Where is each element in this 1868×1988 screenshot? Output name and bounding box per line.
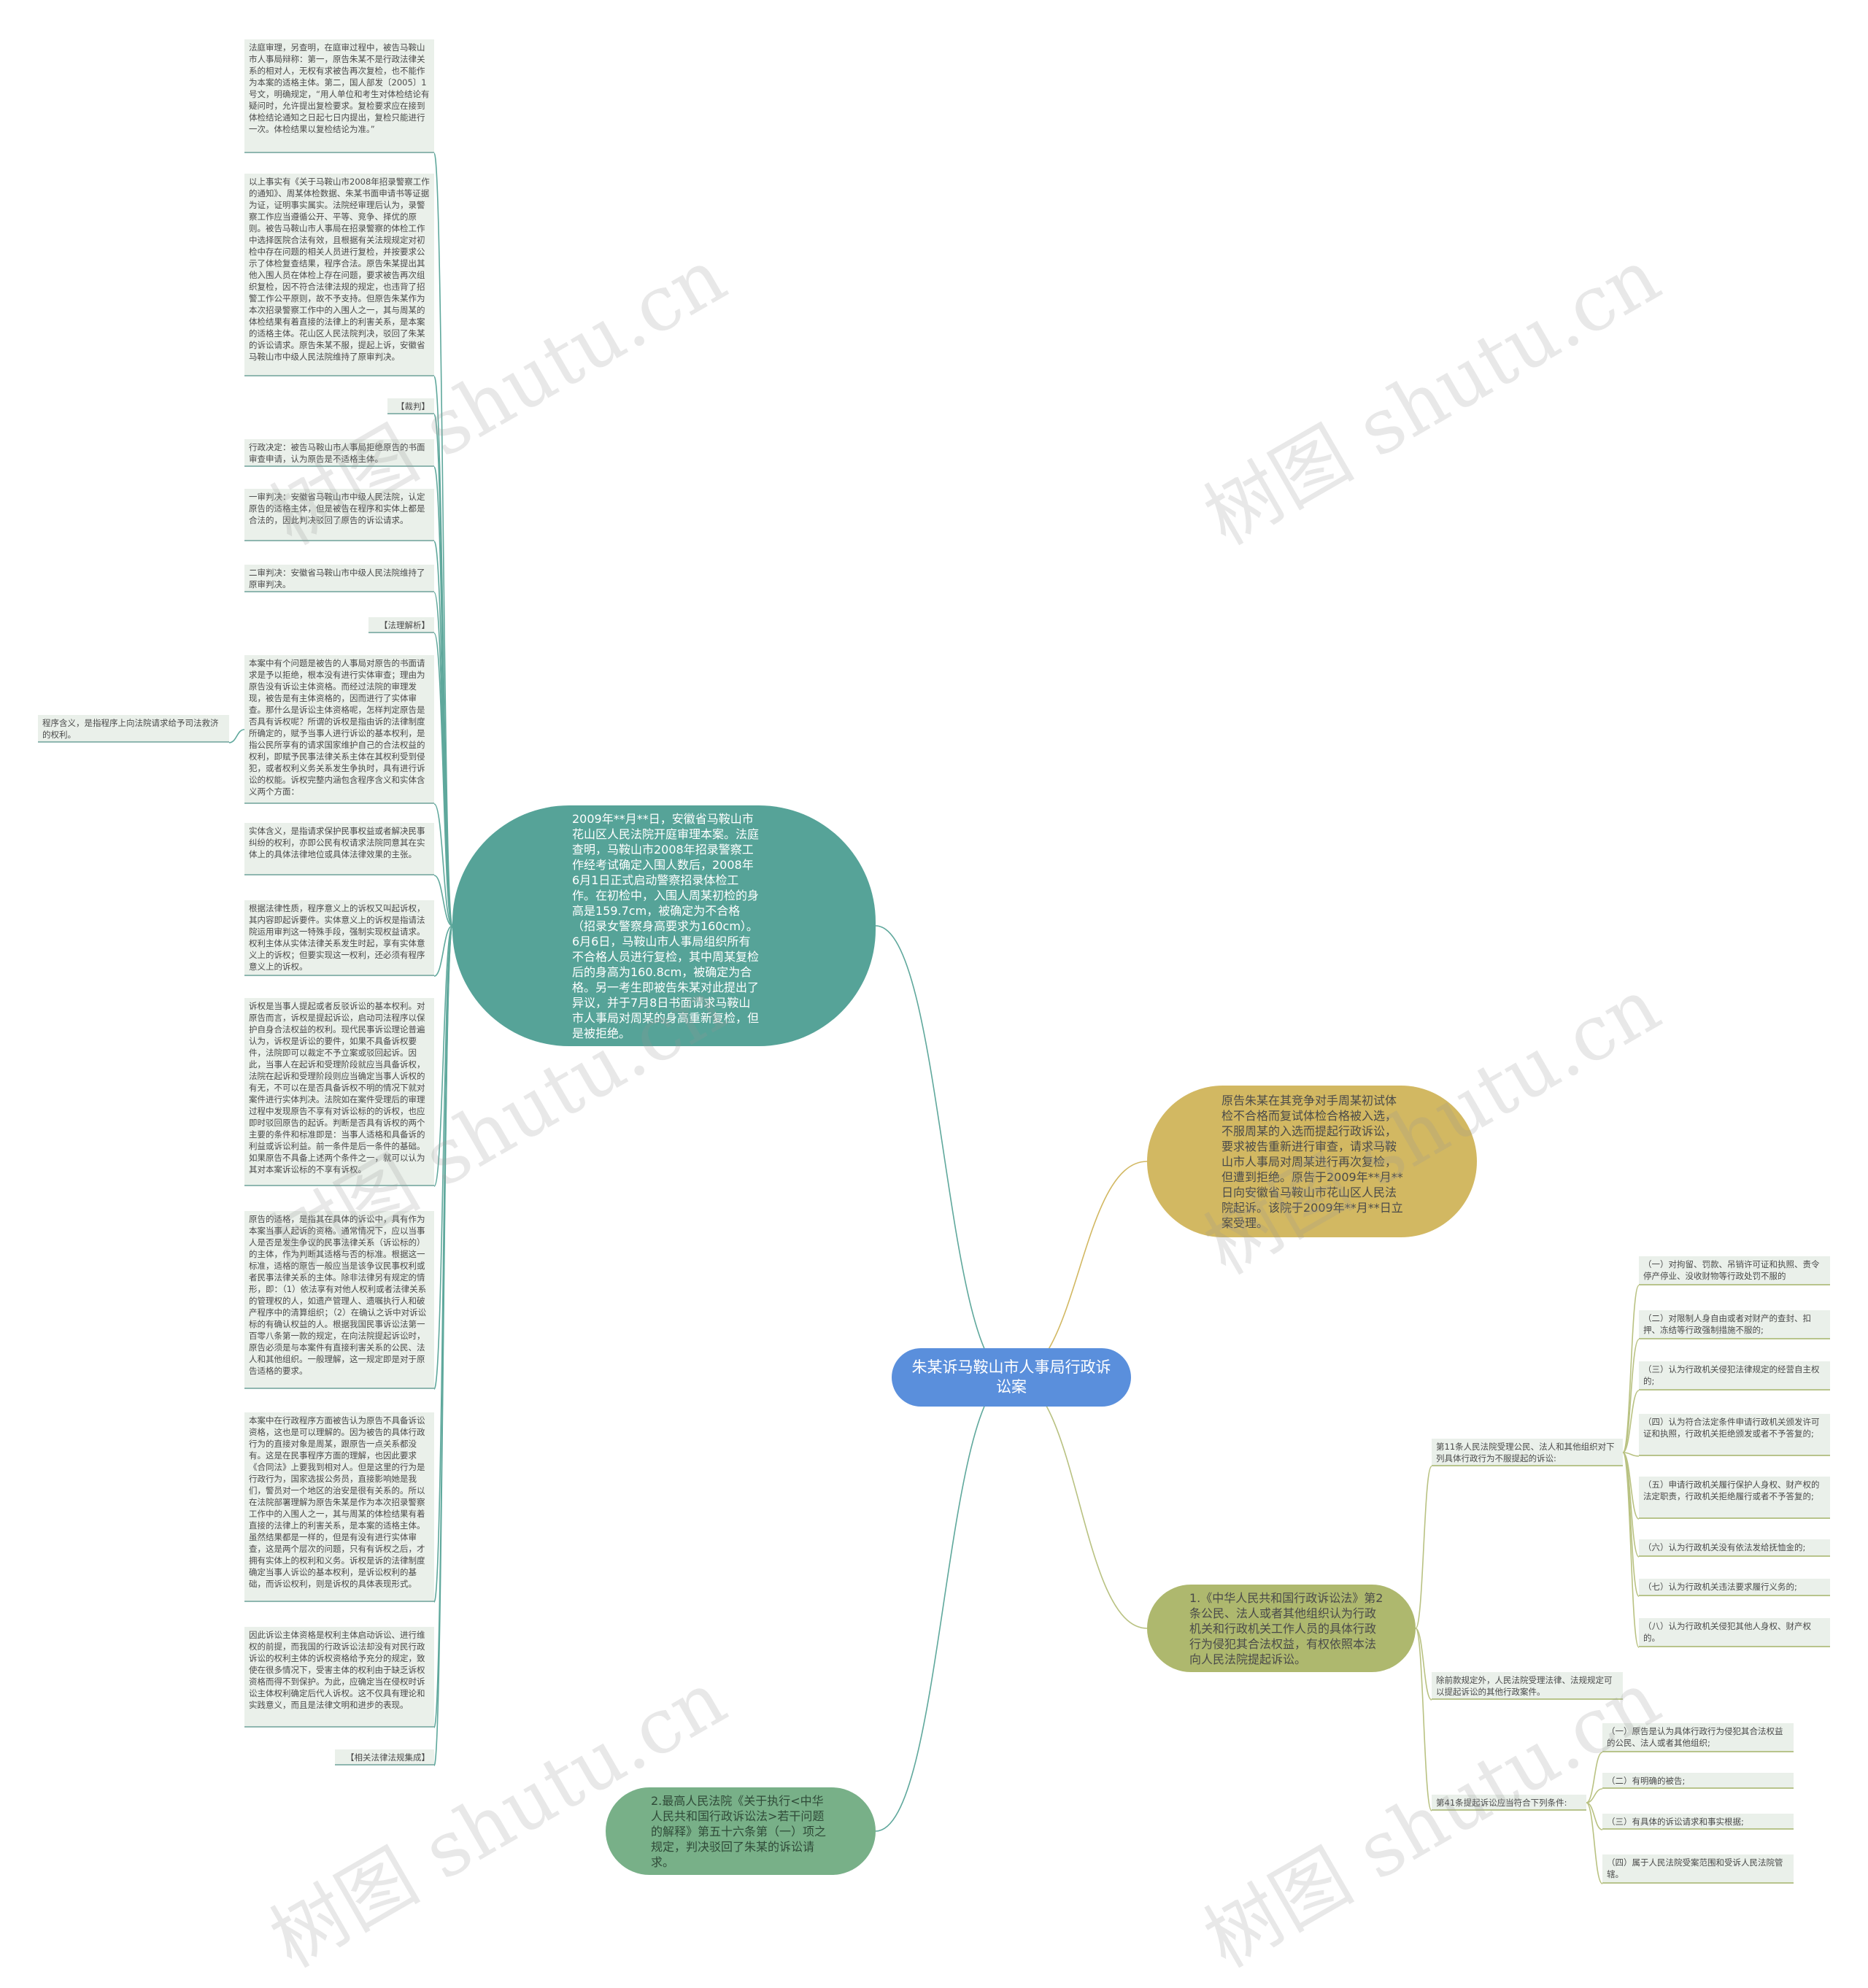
leaf-art11-item-7: （七）认为行政机关违法要求履行义务的; bbox=[1639, 1579, 1830, 1596]
wire-center-law bbox=[1011, 1377, 1148, 1629]
leaf-art11-item-8: （八）认为行政机关侵犯其他人身权、财产权的。 bbox=[1639, 1618, 1830, 1647]
wire-leaf-analysis-5 bbox=[433, 925, 453, 1390]
wire-leaf-analysis-6 bbox=[433, 925, 453, 1603]
leaf-analysis-3: 根据法律性质，程序意义上的诉权又叫起诉权，其内容即起诉要件。实体意义上的诉权是指… bbox=[244, 900, 434, 976]
wire-center-claim bbox=[1011, 1161, 1148, 1378]
wire-leaf-facts-1 bbox=[433, 152, 453, 927]
branch-law-articles[interactable]: 1.《中华人民共和国行政诉讼法》第2条公民、法人或者其他组织认为行政机关和行政机… bbox=[1147, 1585, 1416, 1672]
leaf-analysis-4: 诉权是当事人提起或者反驳诉讼的基本权利。对原告而言，诉权是提起诉讼，启动司法程序… bbox=[244, 998, 434, 1186]
leaf-art41-item-2: （二）有明确的被告; bbox=[1602, 1773, 1794, 1789]
leaf-verdict-tag: 【裁判】 bbox=[387, 398, 434, 414]
leaf-art41-item-4: （四）属于人民法院受案范围和受诉人民法院管辖。 bbox=[1602, 1854, 1794, 1884]
leaf-procedure-note: 程序含义，是指程序上向法院请求给予司法救济的权利。 bbox=[38, 715, 229, 743]
branch-plaintiff-claim[interactable]: 原告朱某在其竞争对手周某初试体检不合格而复试体检合格被入选，不服周某的入选而提起… bbox=[1147, 1086, 1477, 1237]
center-topic[interactable]: 朱某诉马鞍山市人事局行政诉讼案 bbox=[892, 1348, 1131, 1407]
leaf-art11-item-3: （三）认为行政机关侵犯法律规定的经营自主权的; bbox=[1639, 1361, 1830, 1391]
wire-leaf-art41-label bbox=[1415, 1628, 1432, 1811]
wire-art11-item-8 bbox=[1622, 1452, 1640, 1648]
leaf-art11-item-1: （一）对拘留、罚款、吊销许可证和执照、责令停产停业、没收财物等行政处罚不服的 bbox=[1639, 1256, 1830, 1285]
wire-art11-item-3 bbox=[1622, 1390, 1640, 1453]
leaf-art11-item-6: （六）认为行政机关没有依法发给抚恤金的; bbox=[1639, 1539, 1830, 1557]
leaf-analysis-1: 本案中有个问题是被告的人事局对原告的书面请求是予以拒绝，根本没有进行实体审查；理… bbox=[244, 655, 434, 804]
wire-leaf-analysis-tag bbox=[433, 633, 453, 927]
leaf-analysis-2: 实体含义，是指请求保护民事权益或者解决民事纠纷的权利，亦即公民有权请求法院同意其… bbox=[244, 823, 434, 875]
leaf-art11-label: 第11条人民法院受理公民、法人和其他组织对下列具体行政行为不服提起的诉讼: bbox=[1432, 1439, 1623, 1466]
leaf-art41-label: 第41条提起诉讼应当符合下列条件: bbox=[1432, 1795, 1586, 1811]
leaf-other-cases: 除前款规定外，人民法院受理法律、法规规定可以提起诉讼的其他行政案件。 bbox=[1432, 1672, 1623, 1700]
wire-leaf-analysis-4 bbox=[433, 925, 453, 1187]
wire-center-facts bbox=[875, 925, 1012, 1378]
wire-art11-item-7 bbox=[1622, 1452, 1640, 1597]
wire-leaf-art11-label bbox=[1415, 1466, 1432, 1629]
wire-art41-item-1 bbox=[1586, 1752, 1603, 1803]
leaf-analysis-6: 本案中在行政程序方面被告认为原告不具备诉讼资格，这也是可以理解的。因为被告的具体… bbox=[244, 1412, 434, 1602]
wire-center-ruling bbox=[875, 1377, 1012, 1832]
leaf-art11-item-5: （五）申请行政机关履行保护人身权、财产权的法定职责，行政机关拒绝履行或者不予答复… bbox=[1639, 1477, 1830, 1519]
leaf-art41-item-3: （三）有具体的诉讼请求和事实根据; bbox=[1602, 1814, 1794, 1830]
wire-art41-item-4 bbox=[1586, 1802, 1603, 1884]
leaf-analysis-7: 因此诉讼主体资格是权利主体启动诉讼、进行维权的前提，而我国的行政诉讼法却没有对民… bbox=[244, 1627, 434, 1728]
wire-art11-item-4 bbox=[1622, 1452, 1640, 1457]
leaf-analysis-5: 原告的适格，是指其在具体的诉讼中，具有作为本案当事人起诉的资格。通常情况下，应以… bbox=[244, 1211, 434, 1389]
wire-leaf-law-collection-tag bbox=[433, 925, 453, 1766]
leaf-first-instance: 一审判决：安徽省马鞍山市中级人民法院，认定原告的适格主体，但是被告在程序和实体上… bbox=[244, 489, 434, 541]
leaf-art11-item-2: （二）对限制人身自由或者对财产的查封、扣押、冻结等行政强制措施不服的; bbox=[1639, 1310, 1830, 1339]
wire-art41-item-2 bbox=[1586, 1788, 1603, 1803]
leaf-art41-item-1: （一）原告是认为具体行政行为侵犯其合法权益的公民、法人或者其他组织; bbox=[1602, 1723, 1794, 1752]
wire-leaf-analysis-2 bbox=[433, 875, 453, 927]
branch-case-facts[interactable]: 2009年**月**日，安徽省马鞍山市花山区人民法院开庭审理本案。法庭查明，马鞍… bbox=[452, 805, 876, 1046]
wire-art11-item-1 bbox=[1622, 1285, 1640, 1453]
wire-leaf-analysis-3 bbox=[433, 925, 453, 977]
leaf-second-instance: 二审判决：安徽省马鞍山市中级人民法院维持了原审判决。 bbox=[244, 565, 434, 592]
wire-leaf-other-cases bbox=[1415, 1628, 1432, 1701]
leaf-art11-item-4: （四）认为符合法定条件申请行政机关颁发许可证和执照，行政机关拒绝颁发或者不予答复… bbox=[1639, 1414, 1830, 1456]
leaf-law-collection-tag: 【相关法律法规集成】 bbox=[335, 1749, 434, 1765]
leaf-analysis-tag: 【法理解析】 bbox=[368, 617, 434, 633]
wire-leaf-analysis-1 bbox=[433, 803, 453, 927]
connector-lines bbox=[228, 152, 1640, 1884]
leaf-facts-2: 以上事实有《关于马鞍山市2008年招录警察工作的通知》、周某体检数据、朱某书面申… bbox=[244, 174, 434, 376]
leaf-admin-decision: 行政决定：被告马鞍山市人事局拒绝原告的书面审查申请，认为原告是不适格主体。 bbox=[244, 439, 434, 467]
wire-art11-item-2 bbox=[1622, 1339, 1640, 1453]
branch-ruling-basis[interactable]: 2.最高人民法院《关于执行<中华人民共和国行政诉讼法>若干问题的解释》第五十六条… bbox=[606, 1787, 876, 1875]
leaf-facts-1: 法庭审理，另查明，在庭审过程中，被告马鞍山市人事局辩称：第一，原告朱某不是行政法… bbox=[244, 39, 434, 153]
wire-procedure-note bbox=[228, 729, 245, 743]
